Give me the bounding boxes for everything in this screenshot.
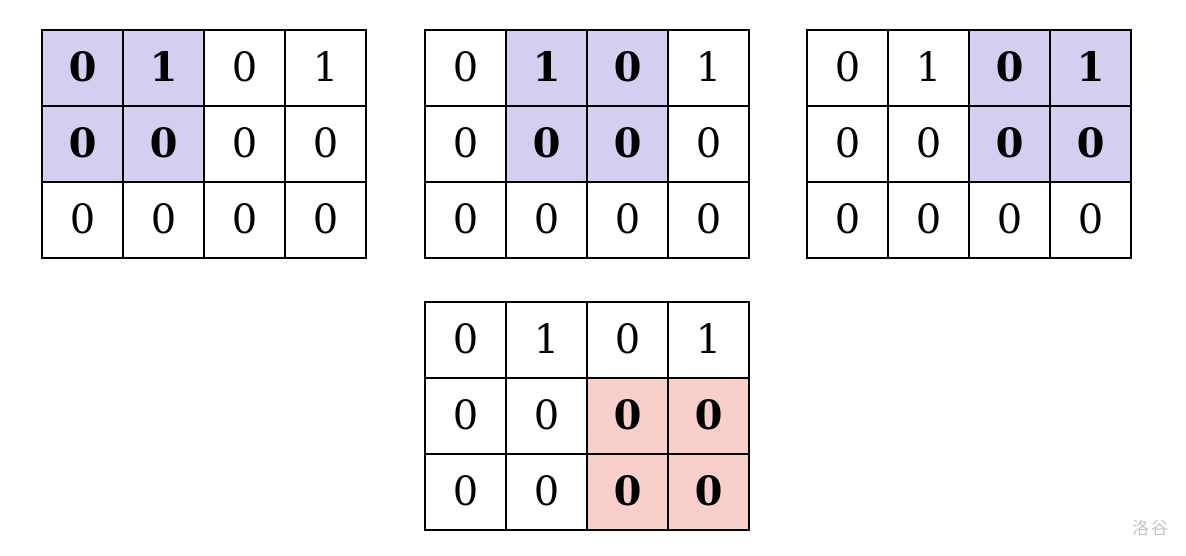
grid-cell: 0 xyxy=(969,30,1050,106)
grid-cell: 0 xyxy=(888,106,969,182)
grid-cell: 0 xyxy=(425,30,506,106)
grid-cell: 0 xyxy=(587,182,668,258)
grid-cell: 0 xyxy=(506,378,587,454)
grid-cell: 0 xyxy=(425,454,506,530)
grid-cell: 0 xyxy=(123,106,204,182)
grid-cell: 0 xyxy=(425,182,506,258)
grid-cell: 0 xyxy=(425,378,506,454)
grid-cell: 1 xyxy=(1050,30,1131,106)
grid-cell: 0 xyxy=(285,182,366,258)
grid-cell: 0 xyxy=(587,302,668,378)
grid-cell: 0 xyxy=(204,182,285,258)
grid-cell: 0 xyxy=(1050,106,1131,182)
grid-cell: 1 xyxy=(888,30,969,106)
grid-cell: 0 xyxy=(587,30,668,106)
grid-cell: 0 xyxy=(425,302,506,378)
grid-cell: 0 xyxy=(506,106,587,182)
grid-cell: 0 xyxy=(506,454,587,530)
luogu-watermark: 洛谷 xyxy=(1132,519,1170,539)
grid-cell: 0 xyxy=(425,106,506,182)
grid-cell: 0 xyxy=(285,106,366,182)
grid-cell: 0 xyxy=(42,182,123,258)
grid-cell: 1 xyxy=(668,30,749,106)
grid-cell: 1 xyxy=(506,30,587,106)
grid-cell: 1 xyxy=(668,302,749,378)
grid-cell: 0 xyxy=(668,106,749,182)
grid-cell: 0 xyxy=(1050,182,1131,258)
grid-cell: 0 xyxy=(969,106,1050,182)
grid-cell: 0 xyxy=(668,454,749,530)
grid-cell: 0 xyxy=(807,30,888,106)
grid-cell: 0 xyxy=(204,106,285,182)
grid-cell: 0 xyxy=(587,454,668,530)
grid-cell: 0 xyxy=(668,378,749,454)
grid-cell: 1 xyxy=(123,30,204,106)
grid-cell: 0 xyxy=(807,106,888,182)
grid-cell: 0 xyxy=(668,182,749,258)
grid-cell: 0 xyxy=(888,182,969,258)
grid-cell: 0 xyxy=(587,378,668,454)
grid-cell: 0 xyxy=(506,182,587,258)
grid-cell: 0 xyxy=(42,106,123,182)
grid-cell: 0 xyxy=(123,182,204,258)
grid-cell: 1 xyxy=(285,30,366,106)
grid-cell: 1 xyxy=(506,302,587,378)
grid-cell: 0 xyxy=(42,30,123,106)
grid-cell: 0 xyxy=(587,106,668,182)
grid-cell: 0 xyxy=(807,182,888,258)
grid-cell: 0 xyxy=(204,30,285,106)
grid-cell: 0 xyxy=(969,182,1050,258)
